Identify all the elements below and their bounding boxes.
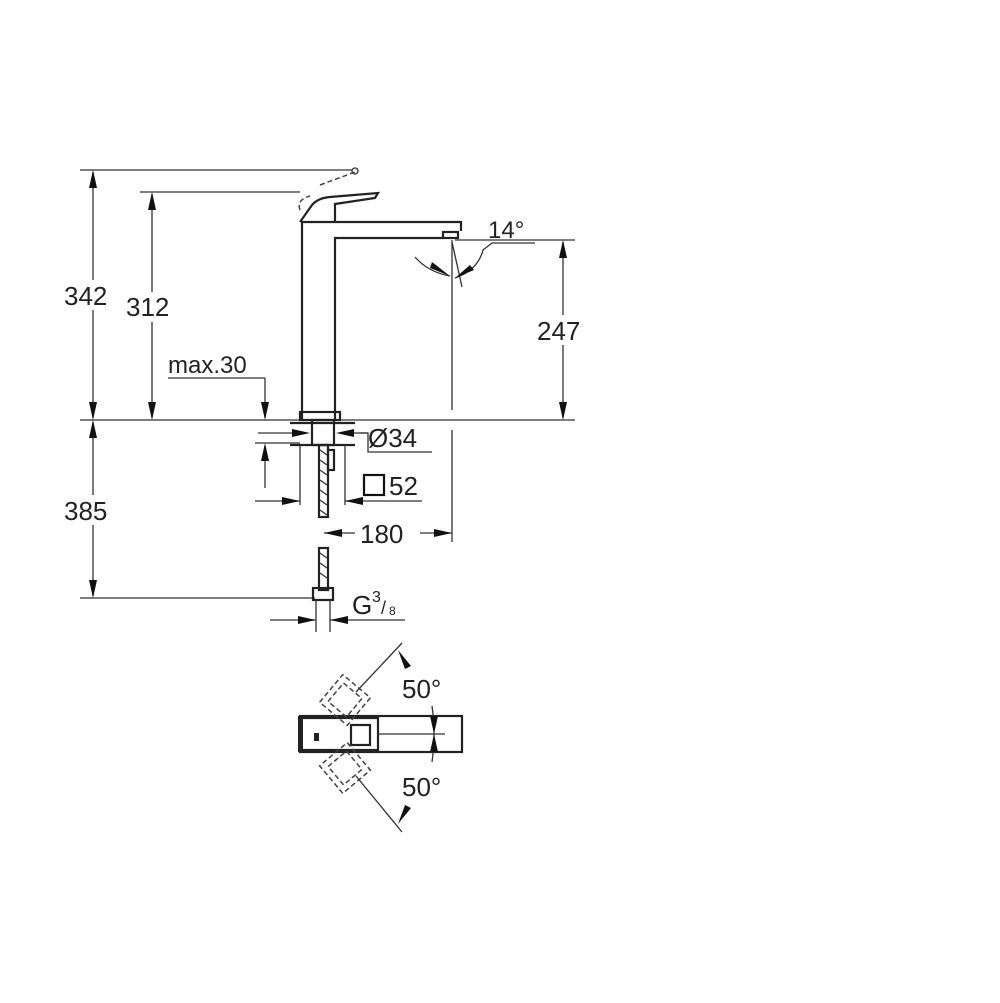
projection-dim: 180 — [324, 519, 452, 549]
spout-angle-label: 14° — [488, 217, 524, 244]
base-square-dim: 52 — [255, 471, 422, 505]
mounting-assembly — [290, 418, 355, 632]
rotation-down-label: 50° — [402, 772, 441, 802]
max-thickness-dim: max.30 — [168, 352, 300, 488]
max-thickness-label: max.30 — [168, 352, 247, 379]
total-height-label: 342 — [64, 281, 107, 311]
hose-length-dim: 385 — [62, 420, 122, 598]
handle-height-label: 312 — [126, 292, 169, 322]
spout-height-label: 247 — [537, 316, 580, 346]
handle-height-dim: 312 — [124, 192, 182, 420]
total-height-dim: 342 — [62, 170, 122, 420]
rotation-up-label: 50° — [402, 674, 441, 704]
hole-diameter-label: Ø34 — [368, 423, 417, 453]
connection-thread-label: G — [352, 590, 372, 620]
connection-numerator: 3 — [372, 589, 381, 606]
projection-label: 180 — [360, 519, 403, 549]
connection-denominator: 8 — [389, 604, 396, 618]
hose-length-label: 385 — [64, 496, 107, 526]
connection-slash: / — [381, 598, 386, 618]
hole-diameter-dim: Ø34 — [258, 423, 432, 453]
faucet-top-view: 50° 50° — [298, 642, 464, 833]
base-square-label: 52 — [389, 471, 418, 501]
faucet-side-view — [298, 171, 463, 422]
spout-angle-dim: 14° — [414, 217, 535, 288]
spout-height-dim: 247 — [535, 240, 593, 420]
connection-dim: G 3 / 8 — [270, 589, 405, 624]
square-symbol-icon — [362, 473, 386, 497]
